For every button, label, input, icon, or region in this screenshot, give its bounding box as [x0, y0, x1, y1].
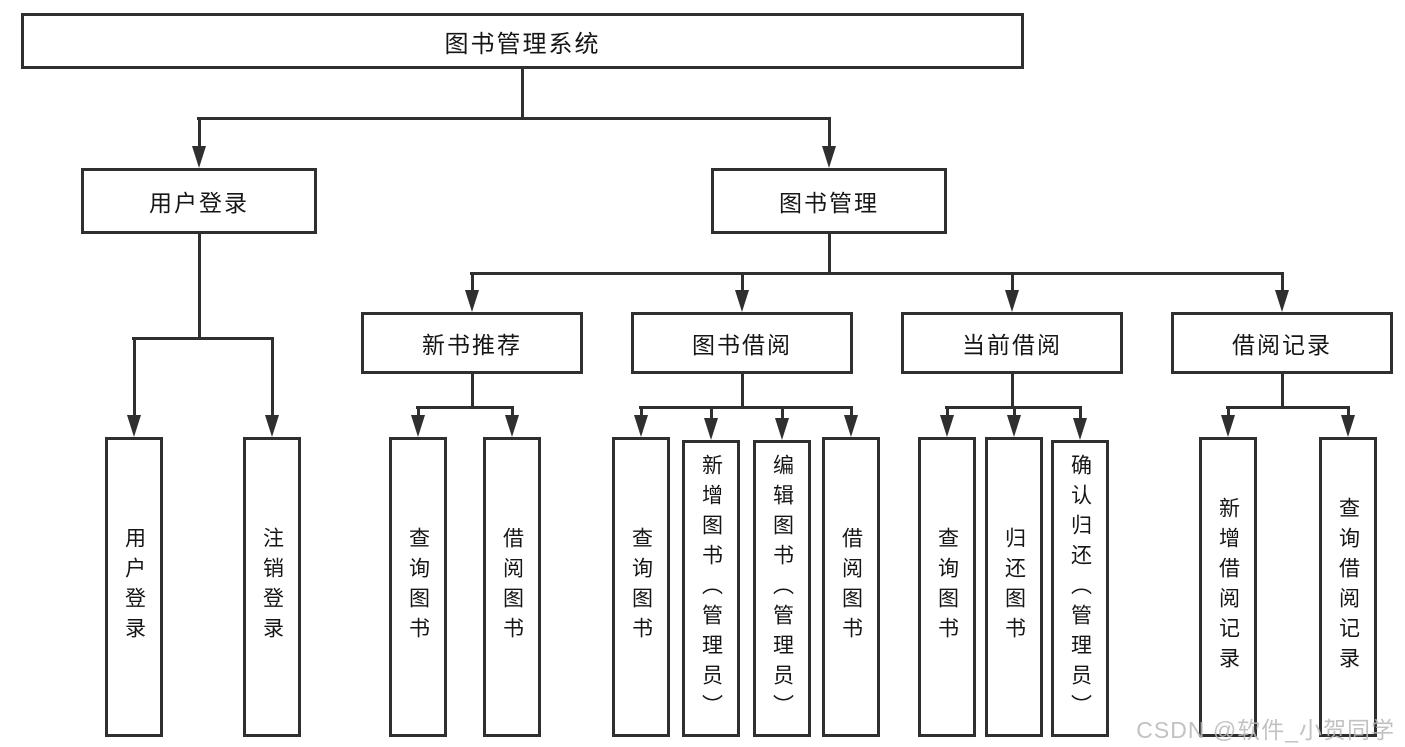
arrow-down-icon — [1073, 418, 1087, 440]
leaf-records-add-record: 新增借阅记录 — [1199, 437, 1257, 737]
leaf-borrow-query-books: 查询图书 — [612, 437, 670, 737]
node-borrow-records: 借阅记录 — [1171, 312, 1393, 374]
node-new-book-recommend: 新书推荐 — [361, 312, 583, 374]
connector-vline — [1347, 406, 1350, 415]
arrow-down-icon — [265, 415, 279, 437]
leaf-borrow-edit-books-admin-label: 编辑图书（管理员） — [770, 453, 794, 724]
connector-vline — [710, 406, 713, 418]
connector-hline — [132, 337, 274, 340]
connector-hline — [197, 117, 831, 120]
leaf-current-return-books: 归还图书 — [985, 437, 1043, 737]
connector-vline — [198, 234, 201, 337]
connector-vline — [1227, 406, 1230, 415]
leaf-recommend-borrow-books: 借阅图书 — [483, 437, 541, 737]
connector-hline — [416, 406, 514, 409]
node-book-borrow: 图书借阅 — [631, 312, 853, 374]
arrow-down-icon — [822, 146, 836, 168]
connector-vline — [1079, 406, 1082, 418]
arrow-down-icon — [1275, 290, 1289, 312]
arrow-down-icon — [127, 415, 141, 437]
connector-hline — [470, 272, 1284, 275]
arrow-down-icon — [1005, 290, 1019, 312]
arrow-down-icon — [704, 418, 718, 440]
arrow-down-icon — [735, 290, 749, 312]
node-borrow-records-label: 借阅记录 — [1232, 332, 1332, 358]
node-book-borrow-label: 图书借阅 — [692, 332, 792, 358]
leaf-records-add-record-label: 新增借阅记录 — [1216, 497, 1240, 677]
node-book-management: 图书管理 — [711, 168, 947, 234]
connector-vline — [198, 117, 201, 146]
connector-vline — [417, 406, 420, 415]
arrow-down-icon — [940, 415, 954, 437]
node-current-borrow-label: 当前借阅 — [962, 332, 1062, 358]
leaf-records-query-record-label: 查询借阅记录 — [1336, 497, 1360, 677]
leaf-current-confirm-return-admin-label: 确认归还（管理员） — [1068, 453, 1092, 724]
leaf-logout-label: 注销登录 — [260, 527, 284, 647]
leaf-recommend-borrow-books-label: 借阅图书 — [500, 527, 524, 647]
arrow-down-icon — [1007, 415, 1021, 437]
connector-vline — [133, 337, 136, 415]
connector-vline — [741, 272, 744, 290]
node-book-management-label: 图书管理 — [779, 190, 879, 216]
connector-vline — [471, 374, 474, 406]
arrow-down-icon — [411, 415, 425, 437]
leaf-recommend-query-books-label: 查询图书 — [406, 527, 430, 647]
node-user-login: 用户登录 — [81, 168, 317, 234]
arrow-down-icon — [634, 415, 648, 437]
leaf-current-query-books-label: 查询图书 — [935, 527, 959, 647]
connector-vline — [511, 406, 514, 415]
connector-vline — [828, 117, 831, 146]
leaf-logout: 注销登录 — [243, 437, 301, 737]
connector-vline — [781, 406, 784, 418]
arrow-down-icon — [775, 418, 789, 440]
leaf-current-return-books-label: 归还图书 — [1002, 527, 1026, 647]
leaf-borrow-query-books-label: 查询图书 — [629, 527, 653, 647]
connector-vline — [640, 406, 643, 415]
arrow-down-icon — [192, 146, 206, 168]
node-root-label: 图书管理系统 — [444, 30, 601, 58]
arrow-down-icon — [505, 415, 519, 437]
connector-vline — [471, 272, 474, 290]
leaf-current-query-books: 查询图书 — [918, 437, 976, 737]
connector-vline — [1281, 374, 1284, 406]
connector-vline — [828, 234, 831, 272]
arrow-down-icon — [465, 290, 479, 312]
connector-vline — [521, 69, 524, 117]
leaf-user-login: 用户登录 — [105, 437, 163, 737]
leaf-recommend-query-books: 查询图书 — [389, 437, 447, 737]
connector-vline — [1011, 272, 1014, 290]
leaf-records-query-record: 查询借阅记录 — [1319, 437, 1377, 737]
leaf-user-login-label: 用户登录 — [122, 527, 146, 647]
connector-hline — [639, 406, 853, 409]
arrow-down-icon — [1221, 415, 1235, 437]
connector-vline — [741, 374, 744, 406]
leaf-borrow-edit-books-admin: 编辑图书（管理员） — [753, 440, 811, 737]
connector-vline — [1013, 406, 1016, 415]
connector-vline — [946, 406, 949, 415]
connector-vline — [850, 406, 853, 415]
leaf-borrow-add-books-admin-label: 新增图书（管理员） — [699, 453, 723, 724]
node-user-login-label: 用户登录 — [149, 190, 249, 216]
connector-hline — [1226, 406, 1350, 409]
node-current-borrow: 当前借阅 — [901, 312, 1123, 374]
node-new-book-recommend-label: 新书推荐 — [422, 332, 522, 358]
watermark-text: CSDN @软件_小贺同学 — [1136, 717, 1395, 743]
arrow-down-icon — [844, 415, 858, 437]
arrow-down-icon — [1341, 415, 1355, 437]
leaf-borrow-borrow-books: 借阅图书 — [822, 437, 880, 737]
connector-vline — [1011, 374, 1014, 406]
leaf-borrow-borrow-books-label: 借阅图书 — [839, 527, 863, 647]
leaf-current-confirm-return-admin: 确认归还（管理员） — [1051, 440, 1109, 737]
connector-vline — [1281, 272, 1284, 290]
connector-vline — [271, 337, 274, 415]
leaf-borrow-add-books-admin: 新增图书（管理员） — [682, 440, 740, 737]
node-root: 图书管理系统 — [21, 13, 1024, 69]
